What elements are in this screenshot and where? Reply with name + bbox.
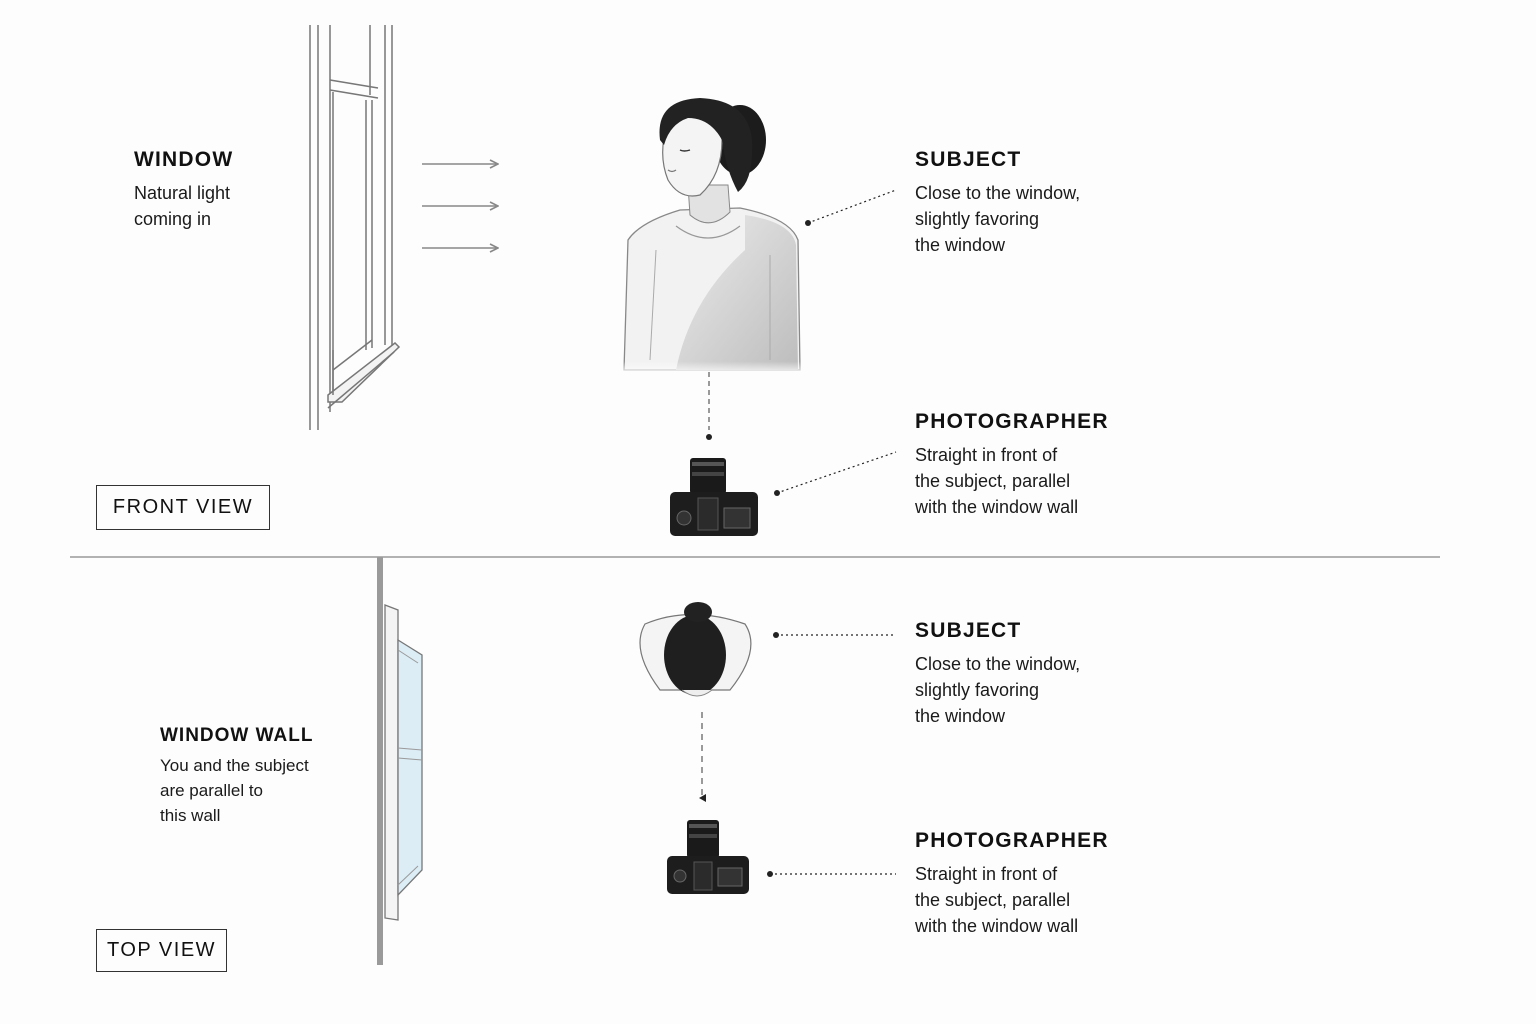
top-photographer-line: the subject, parallel [915,890,1071,910]
front-photographer-title: PHOTOGRAPHER [915,410,1109,433]
window-icon [309,25,401,430]
top-photographer-label: PHOTOGRAPHER Straight in front of the su… [915,829,1109,939]
front-subject-line: Close to the window, [915,183,1081,203]
subject-figure-icon [600,98,820,375]
top-photographer-line: Straight in front of [915,864,1058,884]
front-subject-line: slightly favoring [915,209,1040,229]
subject-top-icon [639,602,752,697]
top-subject-title: SUBJECT [915,619,1022,642]
top-subject-line: slightly favoring [915,680,1040,700]
light-arrow-icon [422,164,498,248]
top-subject-line: the window [915,706,1006,726]
top-subject-line: Close to the window, [915,654,1081,674]
top-leader-lines [770,634,896,875]
window-wall-icon [377,557,423,965]
front-photographer-line: the subject, parallel [915,471,1071,491]
front-photographer-label: PHOTOGRAPHER Straight in front of the su… [915,410,1109,520]
top-photographer-line: with the window wall [915,916,1079,936]
top-subject-label: SUBJECT Close to the window, slightly fa… [915,619,1080,729]
front-subject-label: SUBJECT Close to the window, slightly fa… [915,148,1080,258]
camera-icon [667,820,749,894]
window-desc-line: Natural light [134,183,231,203]
top-view-badge: TOP VIEW [96,929,227,972]
top-photographer-title: PHOTOGRAPHER [915,829,1109,852]
window-title: WINDOW [134,148,234,171]
front-view-badge: FRONT VIEW [96,485,270,530]
front-photographer-line: with the window wall [915,497,1079,517]
window-wall-line: are parallel to [160,781,264,800]
window-wall-line: You and the subject [160,756,309,775]
window-wall-label: WINDOW WALL You and the subject are para… [160,724,313,828]
front-subject-line: the window [915,235,1006,255]
window-desc-line: coming in [134,209,212,229]
front-leader-lines [776,189,897,494]
window-wall-title: WINDOW WALL [160,725,314,746]
camera-icon [670,458,758,536]
front-photographer-line: Straight in front of [915,445,1058,465]
window-label: WINDOW Natural light coming in [134,148,233,232]
front-subject-title: SUBJECT [915,148,1022,171]
window-wall-line: this wall [160,806,221,825]
